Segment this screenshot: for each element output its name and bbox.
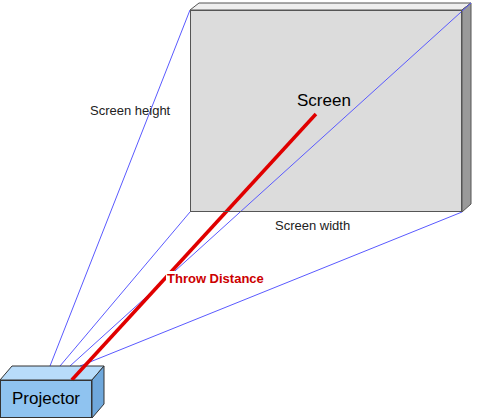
projector-top: [0, 366, 104, 380]
screen-box: Screen: [190, 10, 462, 212]
throw-line: [72, 114, 316, 380]
node-text: Projector: [12, 389, 80, 409]
dimension-label: Screen width: [275, 218, 350, 233]
projector-face: [0, 380, 92, 418]
projector-side: [92, 366, 104, 418]
edge-label: Throw Distance: [166, 271, 265, 286]
projection-rays: [50, 3, 471, 366]
node-text: Screen: [297, 91, 351, 111]
screen-top: [190, 3, 471, 10]
dimension-label: Screen height: [90, 103, 170, 118]
projector-box: Projector: [0, 380, 92, 418]
screen-face: [190, 10, 462, 212]
screen-side: [462, 3, 471, 212]
